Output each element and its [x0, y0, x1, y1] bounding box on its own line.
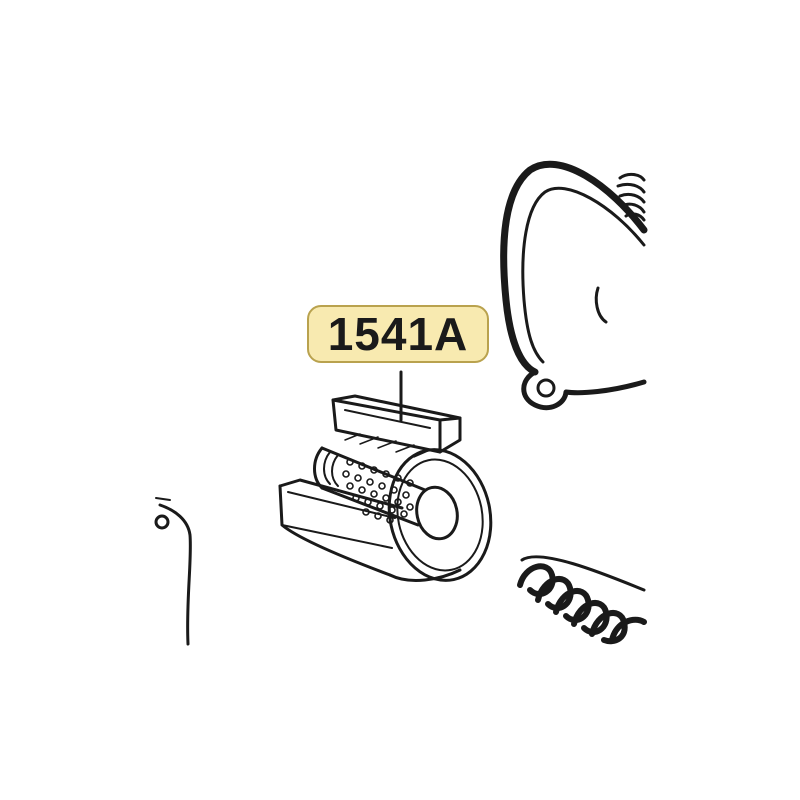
coil-spring: [517, 555, 647, 645]
adjacent-housing: [154, 497, 192, 646]
sliding-roller-bushing: [278, 394, 493, 582]
part-number-callout: 1541A: [307, 305, 489, 363]
variator-cover-gasket: [500, 160, 648, 411]
